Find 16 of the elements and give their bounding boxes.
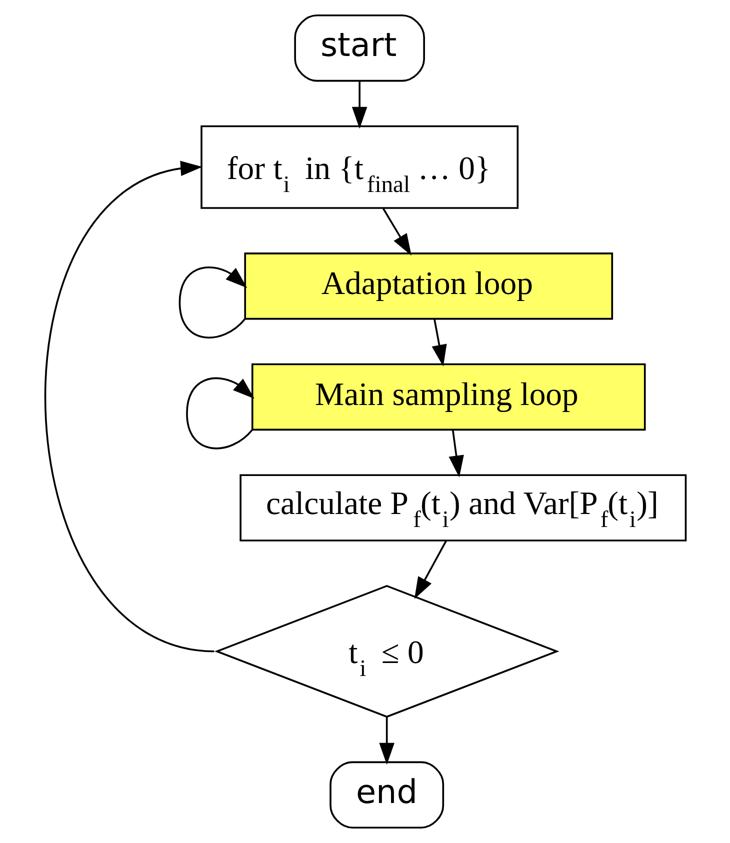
arrow	[186, 377, 254, 450]
node-box: Adaptation loop	[244, 252, 614, 320]
node-box: Main sampling loop	[251, 363, 646, 431]
arrow	[178, 266, 248, 338]
node-box: start	[294, 14, 425, 82]
arrow	[432, 318, 447, 367]
arrow	[379, 717, 394, 765]
arrow	[352, 80, 368, 129]
arrow	[414, 540, 447, 599]
node-box: for t$_{i}$ in {t$_{final}$ … 0}	[200, 125, 519, 209]
node-box: calculate P$_{f}$(t$_{i}$) and Var[P$_{f}$(t$_{i}$)]	[240, 474, 687, 542]
node-diamond: t$_{i}$ ≤ 0	[214, 584, 560, 718]
arrow	[448, 430, 464, 478]
node-box: end	[330, 761, 444, 829]
arrow	[45, 160, 214, 652]
arrow	[382, 208, 412, 256]
